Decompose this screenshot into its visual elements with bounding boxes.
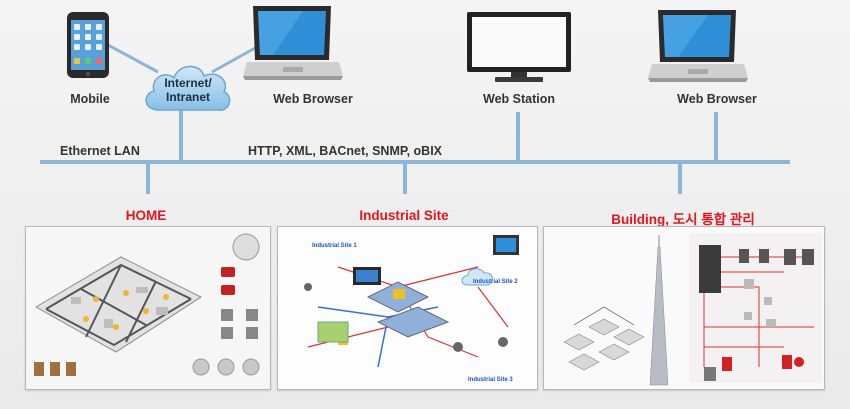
drop-browser2 — [714, 112, 718, 162]
web-browser-label-2: Web Browser — [677, 92, 757, 106]
site3-label: Industrial Site 3 — [468, 377, 513, 383]
cloud-links — [107, 43, 256, 74]
cloud-label: Internet/ Intranet — [164, 76, 212, 104]
drop-cloud — [179, 110, 183, 162]
drop-building — [678, 162, 682, 194]
industrial-title: Industrial Site — [359, 208, 449, 223]
web-station-label: Web Station — [483, 92, 555, 106]
mobile-phone-icon — [65, 10, 111, 85]
building-title: Building, 도시 통합 관리 — [611, 212, 755, 227]
drop-station — [516, 112, 520, 162]
ethernet-lan-label: Ethernet LAN — [60, 144, 140, 158]
monitor-icon — [465, 10, 573, 89]
ethernet-bus — [40, 160, 790, 164]
mobile-label: Mobile — [70, 92, 110, 106]
drop-industrial — [403, 162, 407, 194]
industrial-site-image: Industrial Site 1 Industrial Site 2 Indu… — [277, 226, 538, 390]
site1-label: Industrial Site 1 — [312, 243, 357, 249]
home-title: HOME — [125, 208, 167, 223]
site2-label: Industrial Site 2 — [473, 279, 518, 285]
home-floorplan-image — [25, 226, 271, 390]
laptop-icon — [648, 8, 748, 93]
building-city-image — [543, 226, 825, 390]
cloud-icon — [140, 58, 235, 123]
protocols-label: HTTP, XML, BACnet, SNMP, oBIX — [248, 144, 443, 158]
drop-home — [146, 162, 150, 194]
laptop-icon — [243, 4, 343, 91]
web-browser-label-1: Web Browser — [273, 92, 353, 106]
